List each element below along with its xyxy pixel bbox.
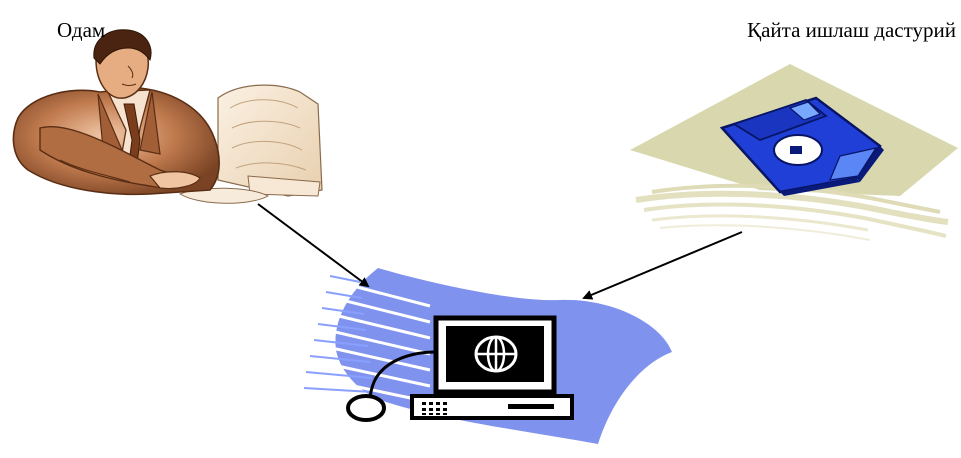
person-at-computer-icon — [13, 30, 322, 203]
floppy-disk-icon — [630, 64, 958, 240]
arrow-person-to-computer — [258, 204, 368, 286]
person-label: Одам — [57, 18, 105, 42]
program-label: Қайта ишлаш дастурий — [747, 18, 956, 42]
arrow-program-to-computer — [584, 232, 742, 298]
computer-icon — [304, 268, 672, 444]
globe-icon — [476, 337, 516, 371]
